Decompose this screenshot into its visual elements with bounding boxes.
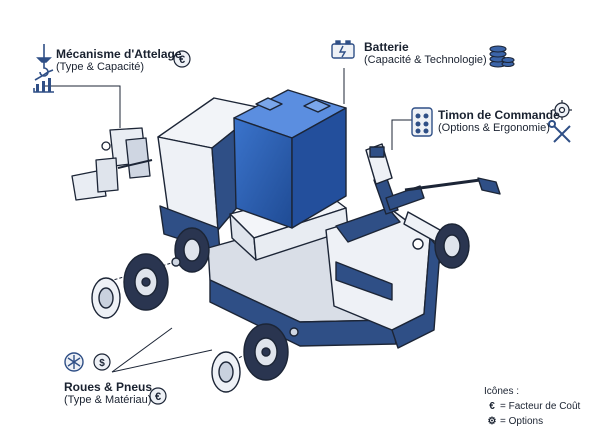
wheels	[91, 223, 470, 393]
battery-block	[233, 89, 347, 229]
wheel-rear-exploded	[123, 253, 169, 311]
snowflake-icon	[64, 352, 84, 372]
callout-battery-subtitle: (Capacité & Technologie)	[364, 54, 487, 66]
wheel-front-mounted	[434, 223, 470, 269]
front-panel-stripe	[335, 261, 393, 301]
svg-text:$: $	[99, 358, 105, 369]
callout-wheels: Roues & Pneus (Type & Matériau)	[64, 380, 152, 407]
legend-item-options-label: = Options	[500, 416, 544, 427]
battery-icon	[331, 40, 355, 59]
euro-icon: €	[489, 401, 495, 412]
callout-battery-title: Batterie	[364, 40, 409, 54]
coin-stack-icon	[489, 45, 515, 68]
legend-item-options: ⚙ = Options	[484, 414, 580, 429]
legend-item-cost-label: = Facteur de Coût	[500, 401, 581, 412]
callout-hitch: Mécanisme d'Attelage (Type & Capacité)	[56, 47, 182, 74]
euro-coin-icon-wheels: €	[149, 387, 167, 405]
legend-heading: Icônes :	[484, 386, 520, 397]
growth-chart-icon	[33, 69, 54, 93]
callout-tiller: Timon de Commande (Options & Ergonomie)	[438, 108, 560, 135]
wheel-nut-rear	[171, 257, 181, 267]
callout-tiller-title: Timon de Commande	[438, 108, 560, 122]
callout-hitch-title: Mécanisme d'Attelage	[56, 47, 182, 61]
wheel-front-exploded	[243, 323, 289, 381]
svg-text:€: €	[179, 54, 185, 66]
wheel-rear-mounted	[174, 227, 210, 273]
svg-text:€: €	[155, 391, 161, 403]
callout-battery: Batterie (Capacité & Technologie)	[364, 40, 487, 67]
callout-tiller-subtitle: (Options & Ergonomie)	[438, 122, 550, 134]
control-panel-icon	[411, 107, 433, 137]
euro-coin-icon-hitch: €	[173, 50, 191, 68]
rim-front-exploded	[211, 351, 241, 393]
callout-wheels-title: Roues & Pneus	[64, 380, 153, 394]
crane-hook-icon	[36, 44, 52, 77]
callout-hitch-subtitle: (Type & Capacité)	[56, 61, 145, 73]
dollar-coin-icon: $	[93, 353, 111, 371]
rim-rear-exploded	[91, 277, 121, 319]
gear-icon: ⚙	[487, 416, 497, 427]
gear-icon-tiller	[552, 100, 572, 120]
legend-item-cost: € = Facteur de Coût	[484, 399, 580, 414]
icon-legend: Icônes : € = Facteur de Coût ⚙ = Options	[484, 384, 580, 429]
front-light	[412, 238, 424, 250]
tiller-assembly	[365, 143, 501, 243]
hitch-mechanism	[71, 127, 153, 201]
wrench-screwdriver-icon	[548, 120, 571, 143]
callout-wheels-subtitle: (Type & Matériau)	[64, 394, 152, 406]
wheel-nut-front	[289, 327, 299, 337]
dashboard	[335, 207, 401, 243]
